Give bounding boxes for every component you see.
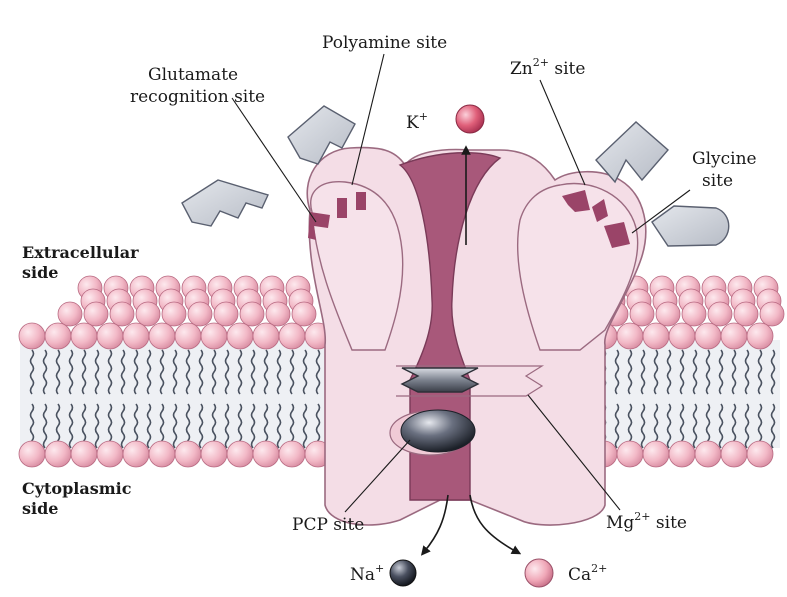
lipid-head xyxy=(162,302,186,326)
pcp-site-blocker xyxy=(401,410,475,452)
lipid-head xyxy=(747,441,773,467)
lipid-head xyxy=(227,323,253,349)
zn-site-label-base: Zn xyxy=(510,59,533,79)
glutamate-site-label-line2: recognition site xyxy=(130,87,265,107)
lipid-head xyxy=(708,302,732,326)
glutamate-ligand xyxy=(182,180,268,226)
lipid-head xyxy=(643,323,669,349)
ca-ion-label-sup: 2+ xyxy=(591,562,607,575)
mg-block xyxy=(402,368,478,392)
lipid-head xyxy=(201,323,227,349)
lipid-head xyxy=(123,323,149,349)
extracellular-label-line1: Extracellular xyxy=(22,243,139,262)
lipid-head xyxy=(721,441,747,467)
lipid-head xyxy=(760,302,784,326)
lipid-head xyxy=(175,323,201,349)
na-ion xyxy=(390,560,416,586)
nmda-receptor xyxy=(307,148,645,525)
zn-ligand xyxy=(596,122,668,182)
lipid-head xyxy=(110,302,134,326)
ca-ion-label: Ca2+ xyxy=(568,562,607,585)
lipid-head xyxy=(149,441,175,467)
na-ion-label: Na+ xyxy=(350,562,384,585)
lipid-head xyxy=(149,323,175,349)
mg-site-label-rest: site xyxy=(651,513,687,533)
polyamine-site-label: Polyamine site xyxy=(322,33,447,53)
polyamine-binding-mark-1 xyxy=(337,198,347,218)
lipid-head xyxy=(721,323,747,349)
mg-site-label-sup: 2+ xyxy=(634,510,650,523)
lipid-head xyxy=(19,441,45,467)
lipid-head xyxy=(617,323,643,349)
glutamate-site-label-line1: Glutamate xyxy=(148,65,238,85)
zn-site-label-sup: 2+ xyxy=(533,56,549,69)
lipid-head xyxy=(58,302,82,326)
ca-ion-label-base: Ca xyxy=(568,565,591,585)
lipid-head xyxy=(747,323,773,349)
lipid-head xyxy=(695,323,721,349)
lipid-head xyxy=(19,323,45,349)
k-ion-label-sup: + xyxy=(419,110,428,123)
lipid-head xyxy=(123,441,149,467)
lipid-head xyxy=(682,302,706,326)
lipid-head xyxy=(97,323,123,349)
lipid-head xyxy=(279,323,305,349)
lipid-head xyxy=(240,302,264,326)
glycine-site-label-line2: site xyxy=(702,171,733,191)
pcp-site-label: PCP site xyxy=(292,515,364,535)
mg-site-label: Mg2+ site xyxy=(606,510,687,533)
cytoplasmic-label-line1: Cytoplasmic xyxy=(22,479,132,498)
lipid-head xyxy=(45,323,71,349)
lipid-head xyxy=(253,323,279,349)
lipid-head xyxy=(71,441,97,467)
ca-ion xyxy=(525,559,553,587)
lipid-head xyxy=(630,302,654,326)
lipid-head xyxy=(669,323,695,349)
mg-site-label-base: Mg xyxy=(606,513,634,533)
zn-site-label: Zn2+ site xyxy=(510,56,585,79)
lipid-head xyxy=(175,441,201,467)
lipid-head xyxy=(71,323,97,349)
lipid-head xyxy=(227,441,253,467)
lipid-head xyxy=(253,441,279,467)
lipid-head xyxy=(97,441,123,467)
lipid-head xyxy=(136,302,160,326)
lipid-head xyxy=(292,302,316,326)
polyamine-binding-mark-2 xyxy=(356,192,366,210)
lipid-head xyxy=(279,441,305,467)
lipid-head xyxy=(695,441,721,467)
na-ion-label-sup: + xyxy=(375,562,384,575)
glycine-site-label-line1: Glycine xyxy=(692,149,757,169)
cytoplasmic-label-line2: side xyxy=(22,499,58,518)
glycine-ligand xyxy=(652,206,729,246)
lipid-head xyxy=(669,441,695,467)
lipid-head xyxy=(201,441,227,467)
lipid-head xyxy=(656,302,680,326)
k-ion-label: K+ xyxy=(406,110,428,133)
lipid-head xyxy=(643,441,669,467)
lipid-head xyxy=(214,302,238,326)
lipid-head xyxy=(45,441,71,467)
k-ion-label-base: K xyxy=(406,113,419,133)
lipid-head xyxy=(266,302,290,326)
extracellular-label-line2: side xyxy=(22,263,58,282)
na-ion-label-base: Na xyxy=(350,565,375,585)
lipid-head xyxy=(617,441,643,467)
zn-site-label-rest: site xyxy=(549,59,585,79)
k-ion xyxy=(456,105,484,133)
lipid-head xyxy=(188,302,212,326)
lipid-head xyxy=(84,302,108,326)
lipid-head xyxy=(734,302,758,326)
